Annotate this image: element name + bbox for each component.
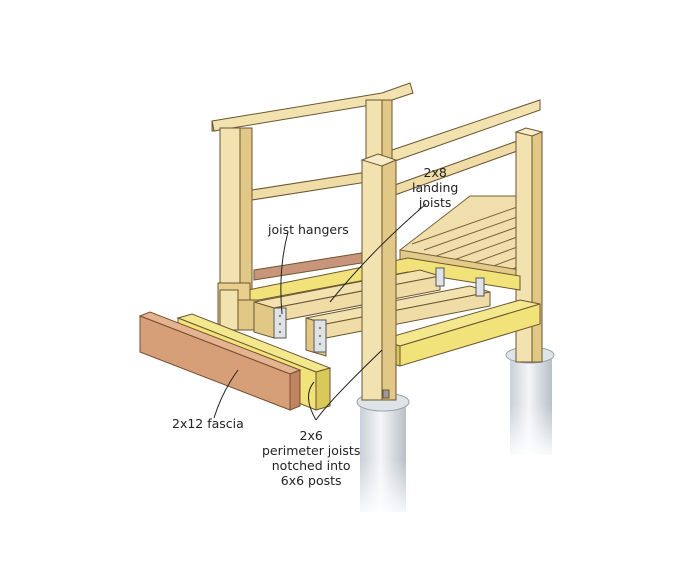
label-landing-joists-line2: landing xyxy=(412,180,459,195)
loose-fascia-board xyxy=(138,311,302,411)
label-perimeter-joists: 2x6 perimeter joists notched into 6x6 po… xyxy=(262,428,360,488)
concrete-pier-back xyxy=(505,346,555,460)
front-post-center xyxy=(360,153,398,401)
label-perimeter-joists-line2: perimeter joists xyxy=(262,443,361,458)
label-perimeter-joists-line4: 6x6 posts xyxy=(280,473,342,488)
joist-hanger-icon xyxy=(273,267,485,353)
front-post-left xyxy=(219,289,239,331)
label-joist-hangers: joist hangers xyxy=(268,222,349,237)
label-landing-joists-line3: joists xyxy=(418,195,452,210)
landing-joists xyxy=(253,269,491,357)
label-landing-joists-line1: 2x8 xyxy=(423,165,447,180)
label-landing-joists: 2x8 landing joists xyxy=(412,165,458,210)
concrete-pier-front xyxy=(356,392,410,520)
label-fascia-text: 2x12 fascia xyxy=(172,416,244,431)
leader-lines xyxy=(213,203,427,421)
label-joist-hangers-text: joist hangers xyxy=(268,222,349,237)
label-perimeter-joists-line3: notched into xyxy=(271,458,351,473)
label-perimeter-joists-line1: 2x6 xyxy=(299,428,323,443)
label-fascia: 2x12 fascia xyxy=(172,416,244,431)
